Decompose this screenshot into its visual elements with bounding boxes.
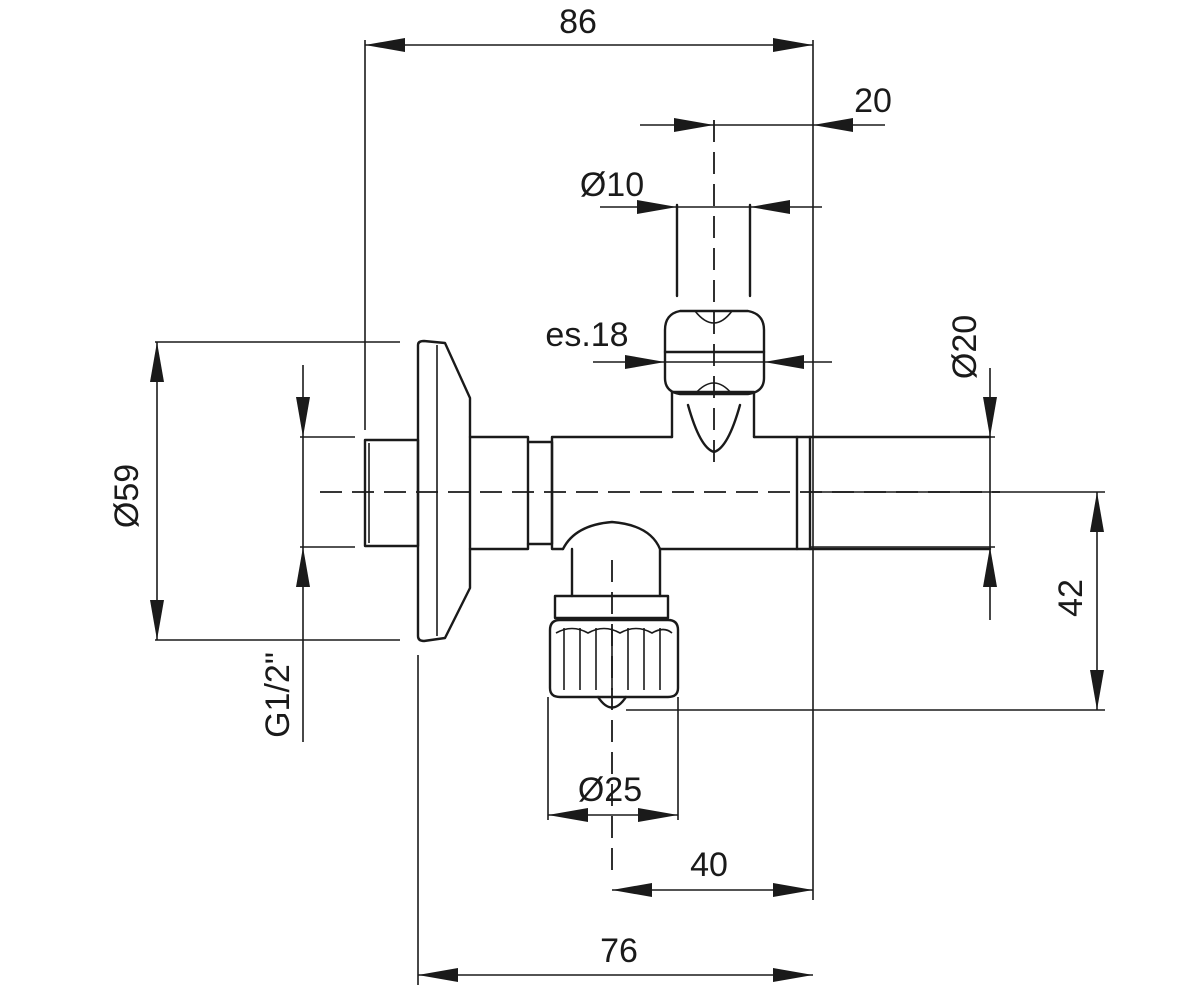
dim-label-body-length: 76 — [600, 932, 638, 970]
collar — [526, 440, 554, 546]
handwheel-knob — [548, 618, 680, 699]
dim-label-outlet-offset: 20 — [854, 82, 892, 120]
valve-body-outline — [363, 203, 992, 709]
dimension-labels: 86 20 Ø10 es.18 Ø20 Ø59 G1/2" 42 Ø25 40 … — [108, 3, 1090, 970]
outlet-pipe — [675, 203, 752, 298]
dim-label-flange-diameter: Ø59 — [108, 464, 146, 528]
main-body — [550, 435, 992, 551]
lower-stem — [561, 520, 662, 598]
dim-label-thread: G1/2" — [259, 652, 297, 738]
dim-label-overall-width: 86 — [559, 3, 597, 41]
dim-label-height: 42 — [1052, 579, 1090, 617]
dim-label-body-diameter: Ø20 — [946, 315, 984, 379]
outlet-neck — [670, 390, 756, 439]
hex-nut — [663, 309, 766, 396]
center-lines — [320, 120, 1000, 870]
dim-label-knob-diameter: Ø25 — [578, 771, 642, 809]
dimension-lines — [150, 38, 1104, 982]
wall-flange — [416, 339, 472, 643]
dim-label-hex-size: es.18 — [545, 316, 628, 354]
dim-label-outlet-diameter: Ø10 — [580, 166, 644, 204]
threaded-inlet — [363, 438, 420, 548]
dim-label-knob-offset: 40 — [690, 846, 728, 884]
extension-lines — [155, 40, 1105, 985]
